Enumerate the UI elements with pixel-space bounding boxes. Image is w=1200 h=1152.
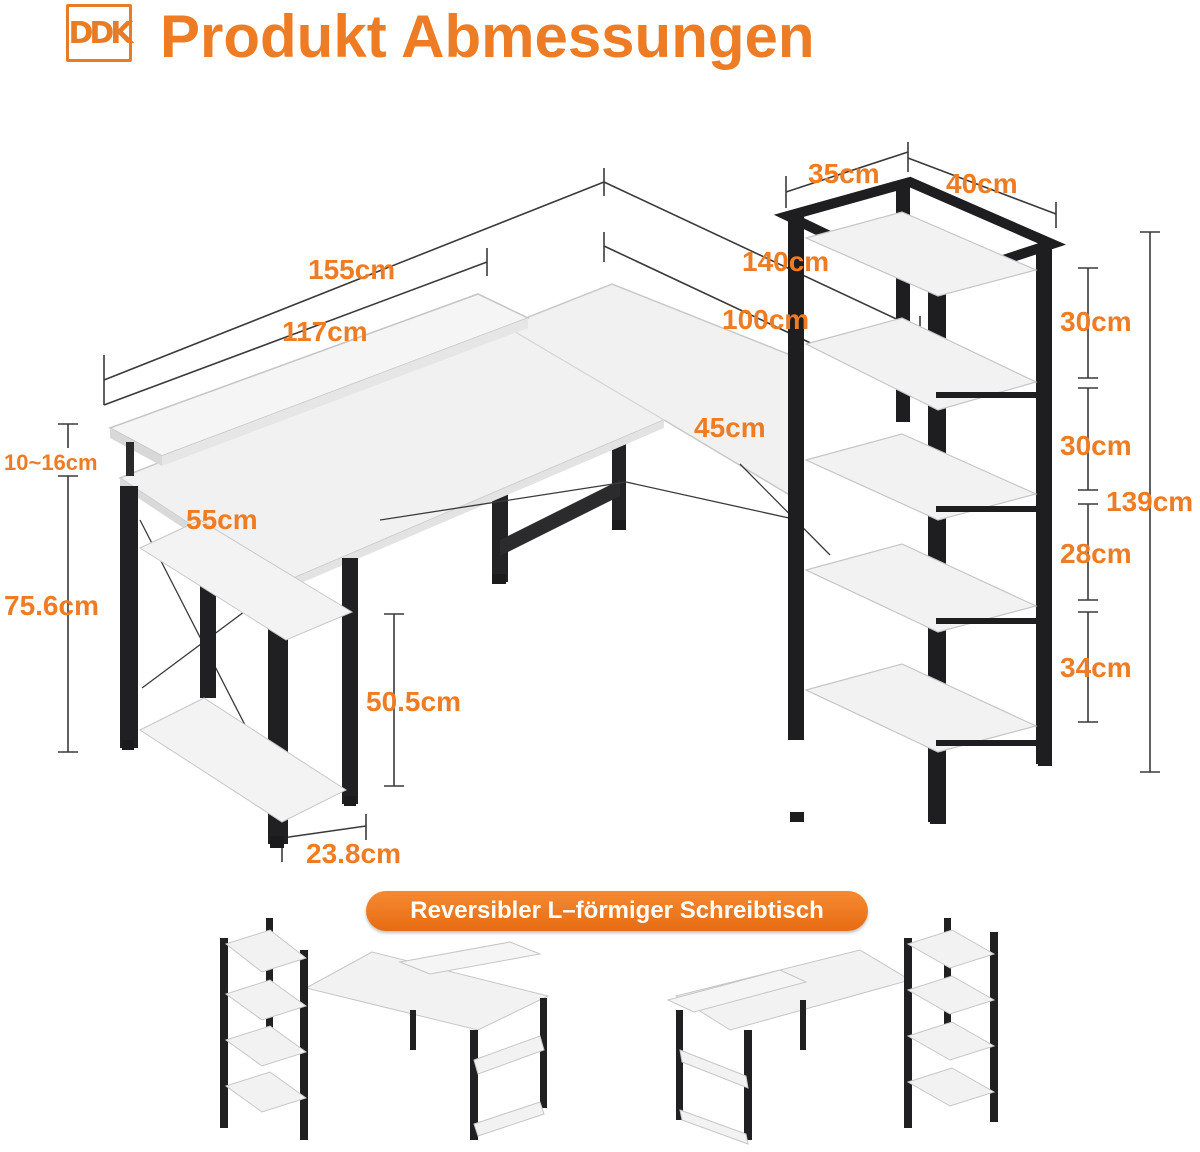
l-desk [108,283,831,848]
dim-shelf-gap-1: 30cm [1060,306,1132,337]
page-title: Produkt Abmessungen [160,3,815,70]
logo-text: DDK [68,15,133,51]
right-variant-illustration [666,918,998,1145]
dim-desk-width: 117cm [282,316,368,347]
dim-return-length: 100cm [722,304,810,335]
dim-shelf-total-height: 139cm [1106,486,1194,517]
reversible-badge: Reversibler L–förmiger Schreibtisch [366,891,868,931]
dim-desk-depth: 55cm [186,504,258,535]
dim-riser-height: 10~16cm [4,450,98,475]
left-variant-illustration [220,918,550,1140]
bookshelf-tower [773,176,1067,824]
dim-overall-width: 155cm [308,254,396,285]
dimension-lines [58,142,1160,862]
dim-shelf-gap-3: 28cm [1060,538,1132,569]
dim-side-shelf-height: 50.5cm [366,686,461,717]
dim-side-shelf-width: 23.8cm [306,838,401,869]
reversible-badge-label: Reversibler L–förmiger Schreibtisch [410,897,824,924]
dim-desk-height: 75.6cm [4,590,99,621]
dim-shelf-width: 40cm [946,168,1018,199]
dim-return-depth: 45cm [694,412,766,443]
brand-logo: DDK [66,4,134,62]
dim-shelf-gap-4: 34cm [1060,652,1132,683]
dim-l-length: 140cm [742,246,830,277]
dim-shelf-depth: 35cm [808,158,880,189]
dim-shelf-gap-2: 30cm [1060,430,1132,461]
